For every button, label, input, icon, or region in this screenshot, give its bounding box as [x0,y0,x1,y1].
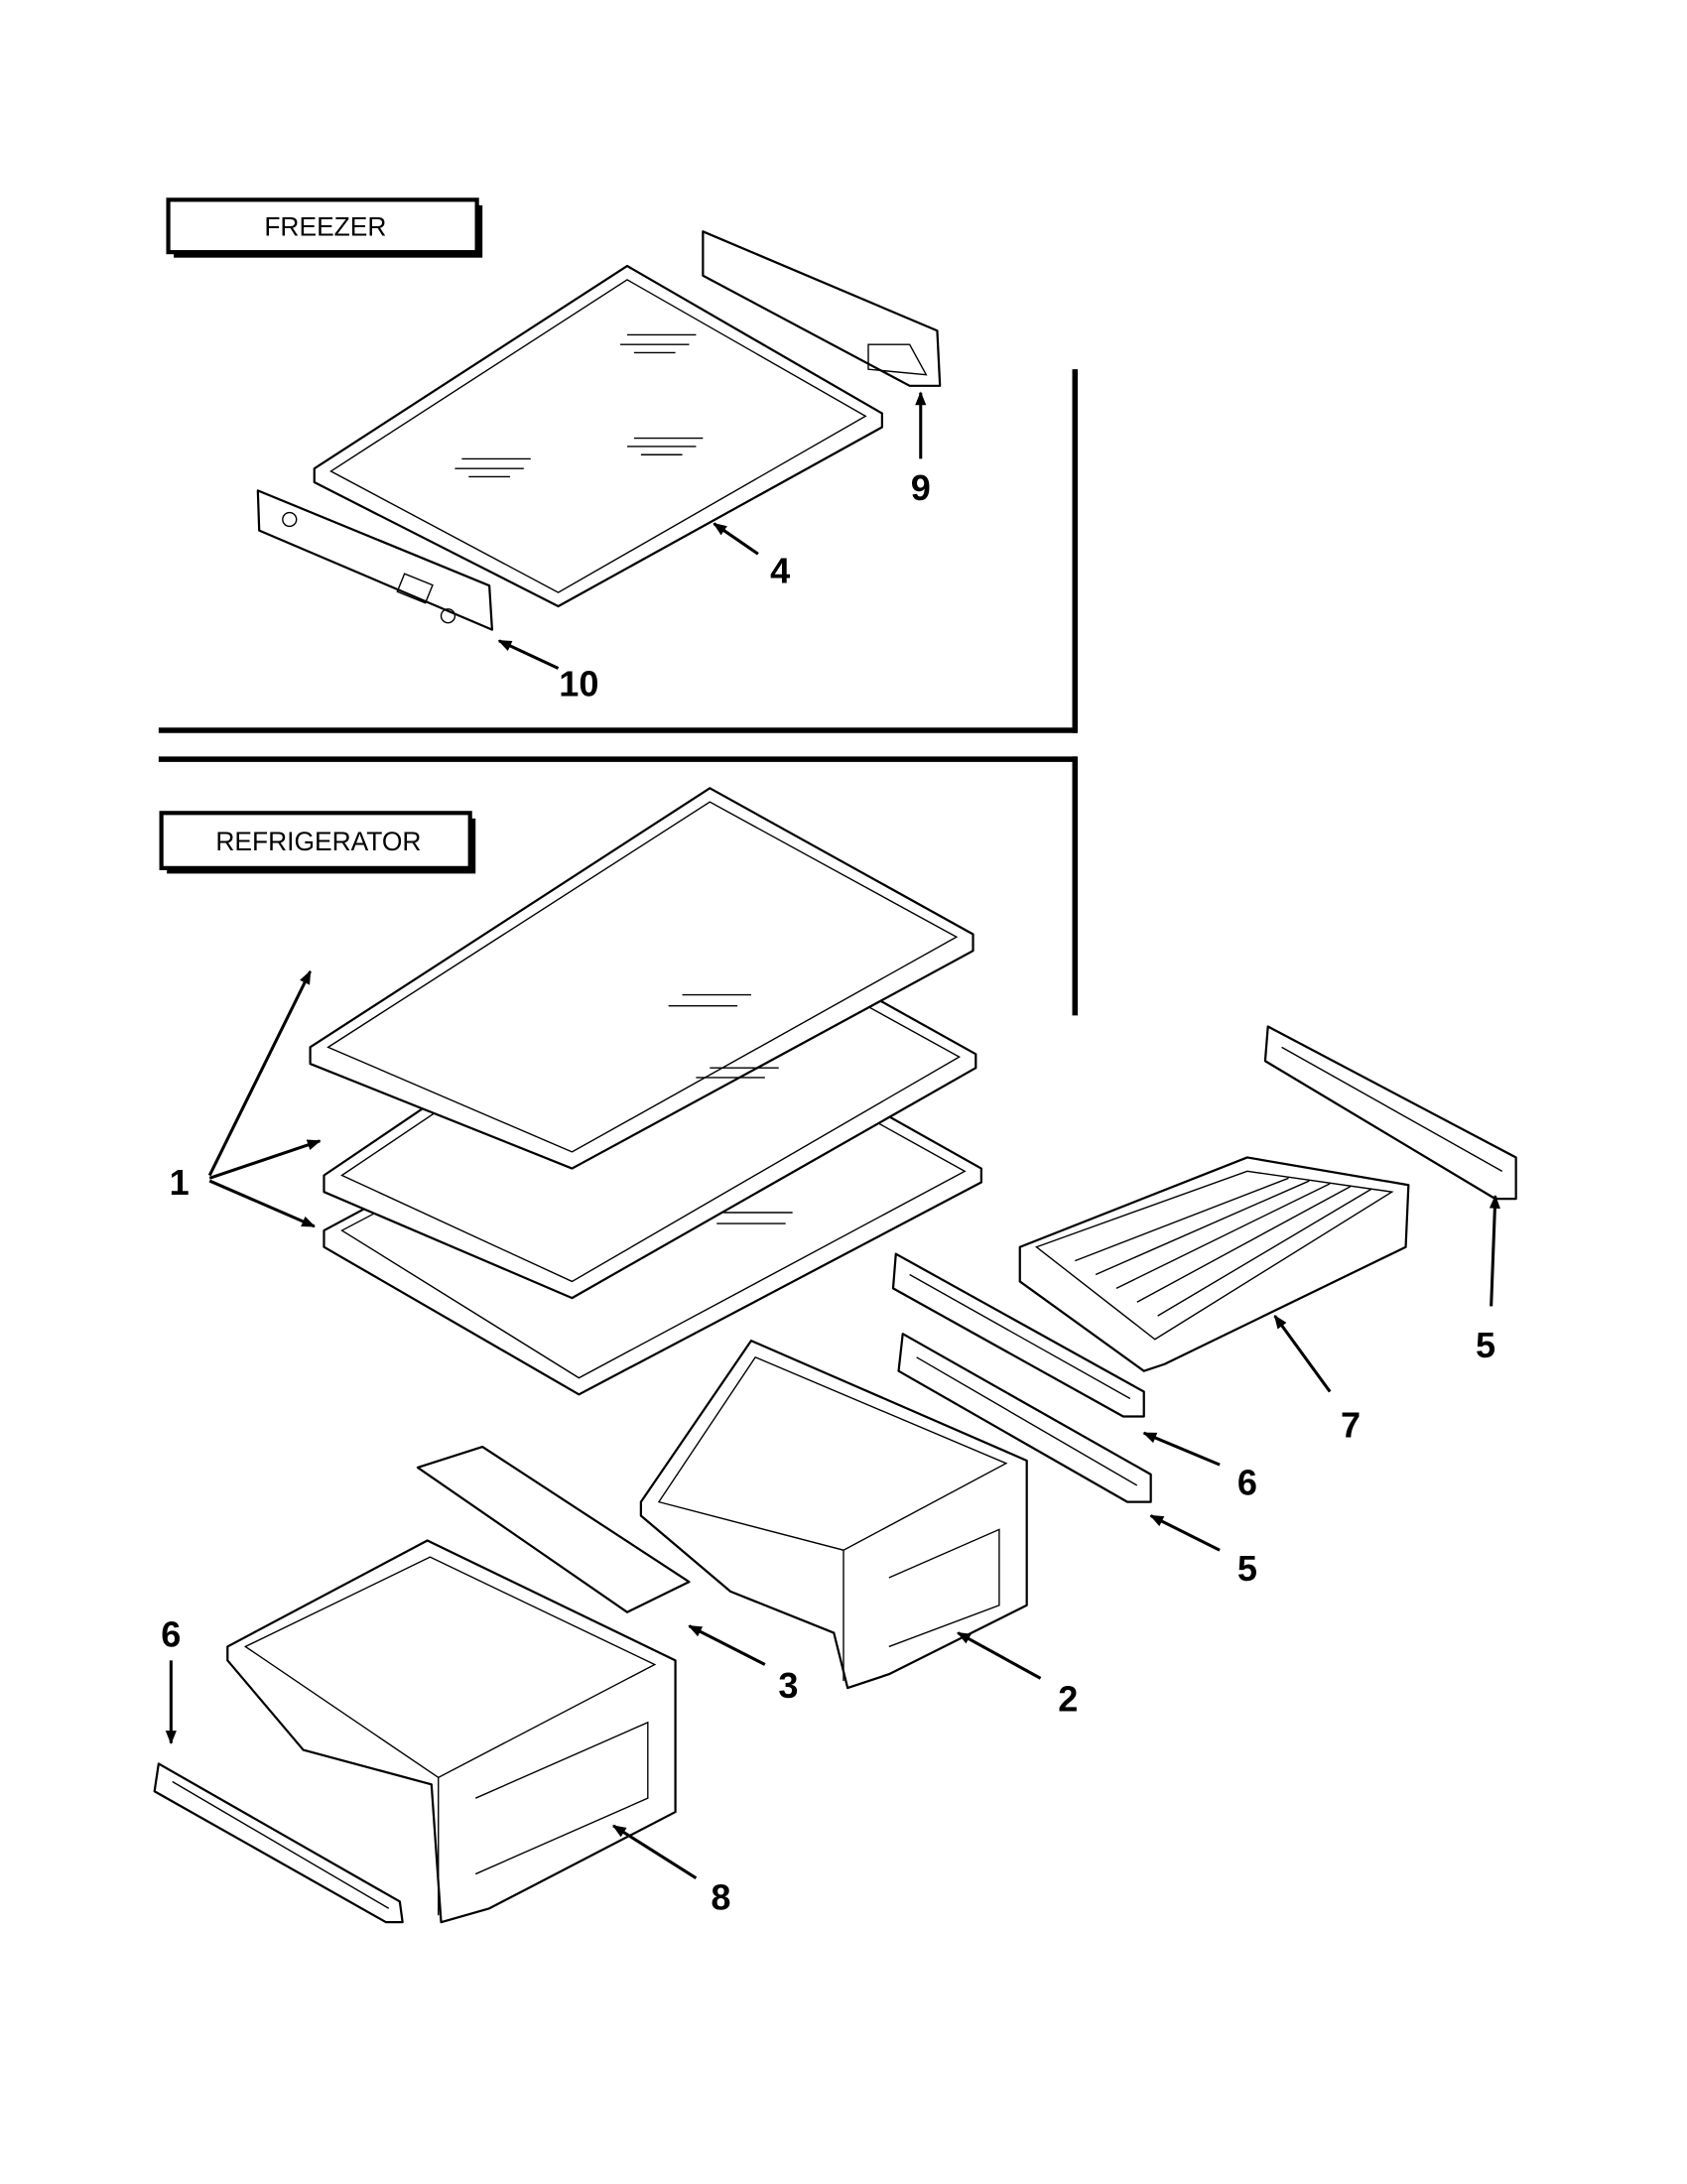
refrigerator-shelf-top-part [309,787,974,1224]
section-dividers [158,369,1079,1016]
callout-6-left: 6 [161,1613,181,1654]
callout-5-lower: 5 [1237,1548,1257,1589]
callout-2: 2 [1058,1679,1078,1720]
freezer-section-label: FREEZER [166,197,483,258]
crisper-rail-upper-part [891,1252,1145,1418]
callout-8: 8 [711,1877,730,1918]
callout-5-right: 5 [1476,1325,1495,1365]
callout-arrows [165,391,1500,1880]
crisper-left-part [226,1539,677,1924]
callout-6-upper: 6 [1237,1463,1257,1503]
refrigerator-section-label: REFRIGERATOR [159,811,476,874]
rail-left-part [153,1762,404,1924]
tray-rail-right-part [1263,1025,1517,1201]
freezer-label: FREEZER [264,211,386,241]
freezer-trim-part [256,489,494,631]
tray-part [1018,1156,1410,1372]
freezer-shelf-bracket-part [702,230,942,387]
crisper-right-part [639,1340,1028,1690]
callout-10: 10 [559,663,598,704]
freezer-shelf-part [313,264,883,608]
refrigerator-label: REFRIGERATOR [215,827,421,856]
callout-3: 3 [778,1665,798,1706]
callout-4: 4 [770,550,790,590]
callout-7: 7 [1341,1404,1361,1445]
callout-9: 9 [911,467,931,508]
crisper-cover-part [416,1445,691,1613]
crisper-rail-lower-part [897,1333,1152,1503]
callout-1: 1 [170,1162,190,1203]
